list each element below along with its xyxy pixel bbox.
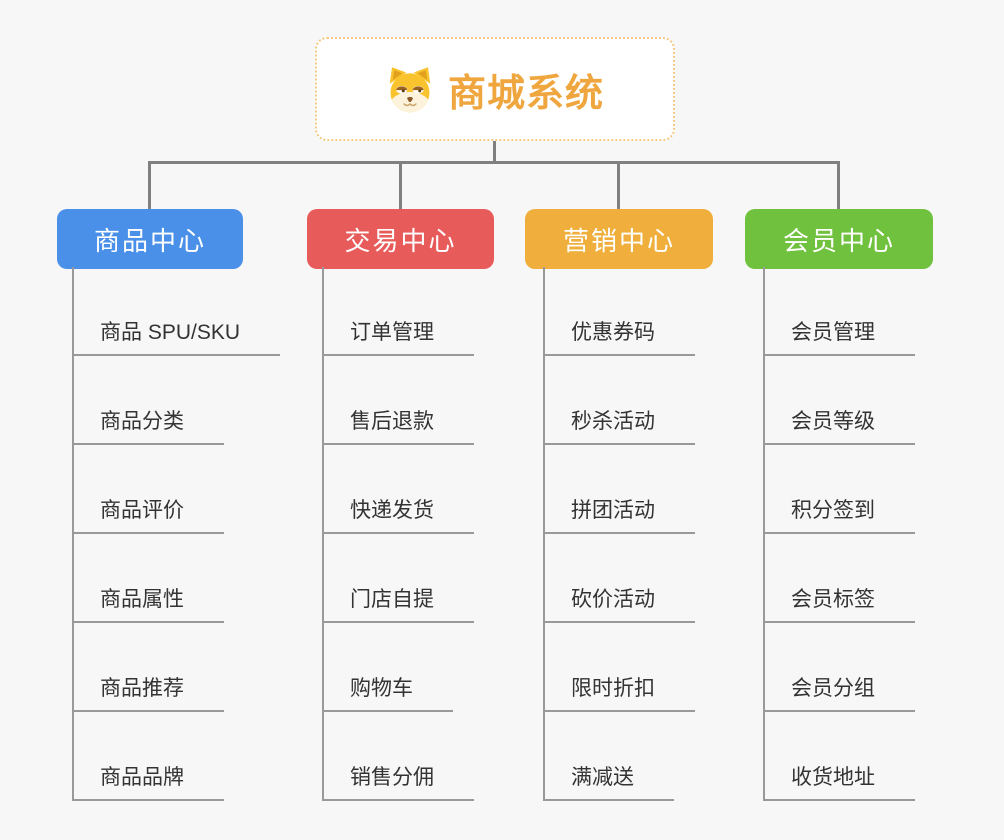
connector-vline-product <box>72 267 74 801</box>
leaf-node[interactable]: 门店自提 <box>322 534 474 623</box>
branch-node-marketing[interactable]: 营销中心 <box>525 209 713 269</box>
leaf-node[interactable]: 优惠券码 <box>543 267 695 356</box>
connector-bus <box>148 161 840 164</box>
leaf-node[interactable]: 限时折扣 <box>543 623 695 712</box>
leaf-node[interactable]: 会员管理 <box>763 267 915 356</box>
leaf-node[interactable]: 商品推荐 <box>72 623 224 712</box>
leaf-node[interactable]: 购物车 <box>322 623 453 712</box>
connector-vline-marketing <box>543 267 545 801</box>
leaf-node[interactable]: 订单管理 <box>322 267 474 356</box>
connector-drop-product <box>148 161 151 210</box>
connector-drop-trade <box>399 161 402 210</box>
connector-vline-trade <box>322 267 324 801</box>
leaf-node[interactable]: 收货地址 <box>763 712 915 801</box>
shiba-dog-icon <box>389 67 431 113</box>
leaf-node[interactable]: 商品分类 <box>72 356 224 445</box>
connector-vline-member <box>763 267 765 801</box>
leaf-node[interactable]: 商品 SPU/SKU <box>72 267 281 356</box>
leaf-node[interactable]: 拼团活动 <box>543 445 695 534</box>
leaf-node[interactable]: 会员等级 <box>763 356 915 445</box>
leaf-node[interactable]: 砍价活动 <box>543 534 695 623</box>
branch-node-product[interactable]: 商品中心 <box>57 209 243 269</box>
branch-children-trade: 订单管理 售后退款 快递发货 门店自提 购物车 销售分佣 <box>322 267 474 801</box>
connector-drop-marketing <box>617 161 620 210</box>
leaf-node[interactable]: 商品评价 <box>72 445 224 534</box>
leaf-node[interactable]: 商品品牌 <box>72 712 224 801</box>
branch-node-member[interactable]: 会员中心 <box>745 209 933 269</box>
branch-children-marketing: 优惠券码 秒杀活动 拼团活动 砍价活动 限时折扣 满减送 <box>543 267 695 801</box>
leaf-node[interactable]: 售后退款 <box>322 356 474 445</box>
leaf-node[interactable]: 快递发货 <box>322 445 474 534</box>
leaf-node[interactable]: 积分签到 <box>763 445 915 534</box>
leaf-node[interactable]: 销售分佣 <box>322 712 474 801</box>
leaf-node[interactable]: 会员标签 <box>763 534 915 623</box>
leaf-node[interactable]: 会员分组 <box>763 623 915 712</box>
branch-children-product: 商品 SPU/SKU 商品分类 商品评价 商品属性 商品推荐 商品品牌 <box>72 267 281 801</box>
connector-root-drop <box>493 141 496 163</box>
connector-drop-member <box>837 161 840 210</box>
root-node[interactable]: 商城系统 <box>315 37 675 141</box>
root-title: 商城系统 <box>447 72 604 115</box>
branch-node-trade[interactable]: 交易中心 <box>307 209 494 269</box>
branch-children-member: 会员管理 会员等级 积分签到 会员标签 会员分组 收货地址 <box>763 267 915 801</box>
leaf-node[interactable]: 商品属性 <box>72 534 224 623</box>
leaf-node[interactable]: 满减送 <box>543 712 674 801</box>
leaf-node[interactable]: 秒杀活动 <box>543 356 695 445</box>
